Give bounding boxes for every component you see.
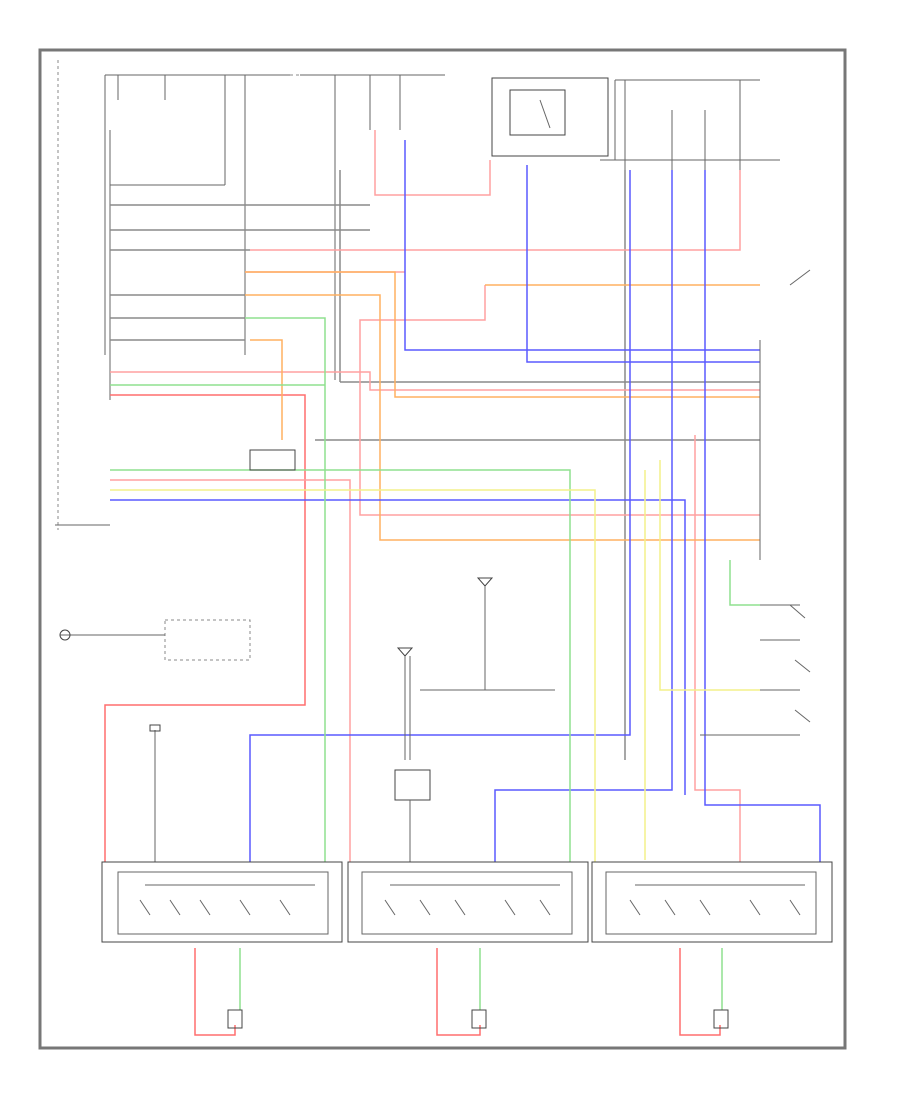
relay-top: [491, 77, 609, 157]
wire-yellow: [110, 460, 760, 862]
gray-harness: [110, 170, 760, 760]
left-seat-heater-module: [101, 861, 343, 943]
seat-switch-box: [59, 619, 251, 661]
wire-red: [104, 130, 760, 1036]
wire-green: [110, 317, 760, 1010]
fuse-block-top-right: [600, 79, 780, 170]
ground-point-left: [149, 724, 161, 862]
ecu-module-left: [55, 60, 111, 530]
wire-blue: [110, 140, 821, 862]
diagram-frame: [38, 48, 847, 1050]
heater-elements: [227, 1009, 729, 1029]
right-connector: [700, 269, 811, 736]
center-seat-heater-module: [347, 861, 589, 943]
ground-point-center: [394, 577, 555, 862]
connector-block: [249, 449, 296, 471]
fuse-block-top-left: [104, 74, 445, 380]
right-seat-heater-module: [591, 861, 833, 943]
